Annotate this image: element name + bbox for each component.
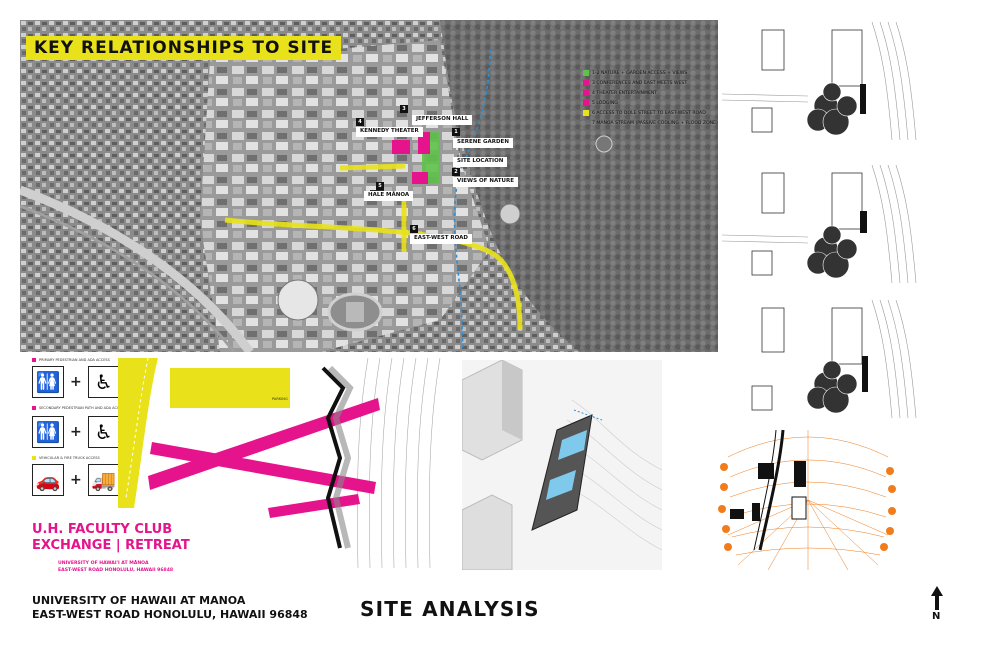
plus-sign: + <box>70 374 82 390</box>
restroom-icon: 🚻 <box>32 366 64 398</box>
project-title-line1: U.H. FACULTY CLUB <box>32 522 173 537</box>
car-icon: 🚗 <box>32 464 64 496</box>
perspective-model-graphic <box>461 359 663 571</box>
project-address-line1: UNIVERSITY OF HAWAI'I AT MĀNOA <box>58 561 149 566</box>
project-title-line2: EXCHANGE | RETREAT <box>32 538 190 553</box>
restroom-icon: 🚻 <box>32 416 64 448</box>
access-caption-vehicular: VEHICULAR & FIRE TRUCK ACCESS <box>32 456 126 460</box>
access-row-secondary: 🚻 + ♿ <box>32 416 126 448</box>
site-plan-diagram-2 <box>721 164 922 284</box>
legend-swatch <box>583 122 589 124</box>
label-jefferson-hall: JEFFERSON HALL <box>412 115 473 125</box>
marker-serene-garden: 1 <box>452 128 460 136</box>
site-plan-graphic <box>751 299 917 419</box>
north-arrow-icon <box>930 586 944 610</box>
footer-credit: UNIVERSITY OF HAWAII AT MANOA EAST-WEST … <box>32 594 308 622</box>
access-plan-diagram <box>118 357 458 569</box>
site-plan-diagram-1 <box>721 21 922 141</box>
label-views-of-nature: VIEWS OF NATURE <box>453 177 518 187</box>
perspective-model-view <box>461 359 663 571</box>
project-address-line2: EAST-WEST ROAD HONOLULU, HAWAII 96848 <box>58 568 174 573</box>
access-row-primary: 🚻 + ♿ <box>32 366 126 398</box>
legend-swatch <box>583 100 589 106</box>
access-caption-secondary: SECONDARY PEDESTRIAN PATH AND ADA ACCESS <box>32 406 126 410</box>
access-caption-text: VEHICULAR & FIRE TRUCK ACCESS <box>39 456 100 460</box>
legend-swatch <box>583 80 589 86</box>
legend-text: 3 CONFERENCES AND EAST MEETS WEST <box>592 80 688 86</box>
wheelchair-icon: ♿ <box>87 366 120 398</box>
wheelchair-icon: ♿ <box>87 416 120 448</box>
site-plan-graphic <box>721 21 917 141</box>
access-row-vehicular: 🚗 + 🚚 <box>32 464 126 496</box>
legend-text: 7 MANOA STREAM (PASSIVE COOLING + FLOOD … <box>592 120 718 126</box>
fire-truck-icon: 🚚 <box>87 464 120 496</box>
access-caption-primary: PRIMARY PEDESTRIAN AND ADA ACCESS <box>32 358 126 362</box>
access-caption-text: PRIMARY PEDESTRIAN AND ADA ACCESS <box>39 358 110 362</box>
footer-credit-line2: EAST-WEST ROAD HONOLULU, HAWAII 96848 <box>32 608 308 621</box>
marker-east-west-road: 6 <box>410 225 418 233</box>
legend-item: 7 MANOA STREAM (PASSIVE COOLING + FLOOD … <box>583 118 718 128</box>
legend-swatch <box>583 70 589 76</box>
access-legend: PRIMARY PEDESTRIAN AND ADA ACCESS 🚻 + ♿ … <box>32 358 126 496</box>
project-address: UNIVERSITY OF HAWAI'I AT MĀNOA EAST-WEST… <box>58 560 173 574</box>
marker-jefferson-hall: 3 <box>400 105 408 113</box>
north-arrow-graphic <box>931 586 943 610</box>
sun-path-diagram <box>708 425 908 575</box>
legend-item: 4 THEATER ENTERTAINMENT <box>583 88 711 98</box>
parking-label: PARKING <box>272 397 288 401</box>
footer-credit-line1: UNIVERSITY OF HAWAII AT MANOA <box>32 594 246 607</box>
marker-kennedy-theater: 4 <box>356 118 364 126</box>
legend-item: 5 LODGING <box>583 98 711 108</box>
legend-swatch <box>583 90 589 96</box>
marker-views-of-nature: 2 <box>452 168 460 176</box>
site-plan-graphic <box>721 164 917 284</box>
north-label: N <box>932 611 941 622</box>
legend-item: 6 ACCESS TO DOLE STREET TO EAST-WEST ROA… <box>583 108 711 118</box>
label-serene-garden: SERENE GARDEN <box>453 138 513 148</box>
marker-hale-manoa: 5 <box>376 182 384 190</box>
access-caption-text: SECONDARY PEDESTRIAN PATH AND ADA ACCESS <box>39 406 127 410</box>
map-title: KEY RELATIONSHIPS TO SITE <box>26 36 342 60</box>
label-east-west-road: EAST-WEST ROAD <box>410 234 472 244</box>
legend-text: 6 ACCESS TO DOLE STREET TO EAST-WEST ROA… <box>592 110 706 116</box>
map-legend: 1-2 NATURE + GARDEN ACCESS + VIEWS 3 CON… <box>583 68 718 128</box>
page-title: SITE ANALYSIS <box>360 597 540 621</box>
access-plan-graphic <box>118 357 441 569</box>
legend-item: 1-2 NATURE + GARDEN ACCESS + VIEWS <box>583 68 711 78</box>
legend-text: 1-2 NATURE + GARDEN ACCESS + VIEWS <box>592 70 688 76</box>
label-site-location: SITE LOCATION <box>453 157 508 167</box>
project-title: U.H. FACULTY CLUB EXCHANGE | RETREAT <box>32 522 190 554</box>
caption-swatch <box>32 406 36 410</box>
legend-text: 5 LODGING <box>592 100 618 106</box>
legend-text: 4 THEATER ENTERTAINMENT <box>592 90 658 96</box>
plus-sign: + <box>70 472 82 488</box>
label-kennedy-theater: KENNEDY THEATER <box>356 127 423 137</box>
legend-item: 3 CONFERENCES AND EAST MEETS WEST <box>583 78 711 88</box>
legend-swatch <box>583 110 589 116</box>
label-hale-manoa: HALE MĀNOA <box>364 191 414 201</box>
site-plan-diagram-3 <box>722 299 922 419</box>
caption-swatch <box>32 456 36 460</box>
caption-swatch <box>32 358 36 362</box>
sun-path-graphic <box>718 429 896 571</box>
plus-sign: + <box>70 424 82 440</box>
